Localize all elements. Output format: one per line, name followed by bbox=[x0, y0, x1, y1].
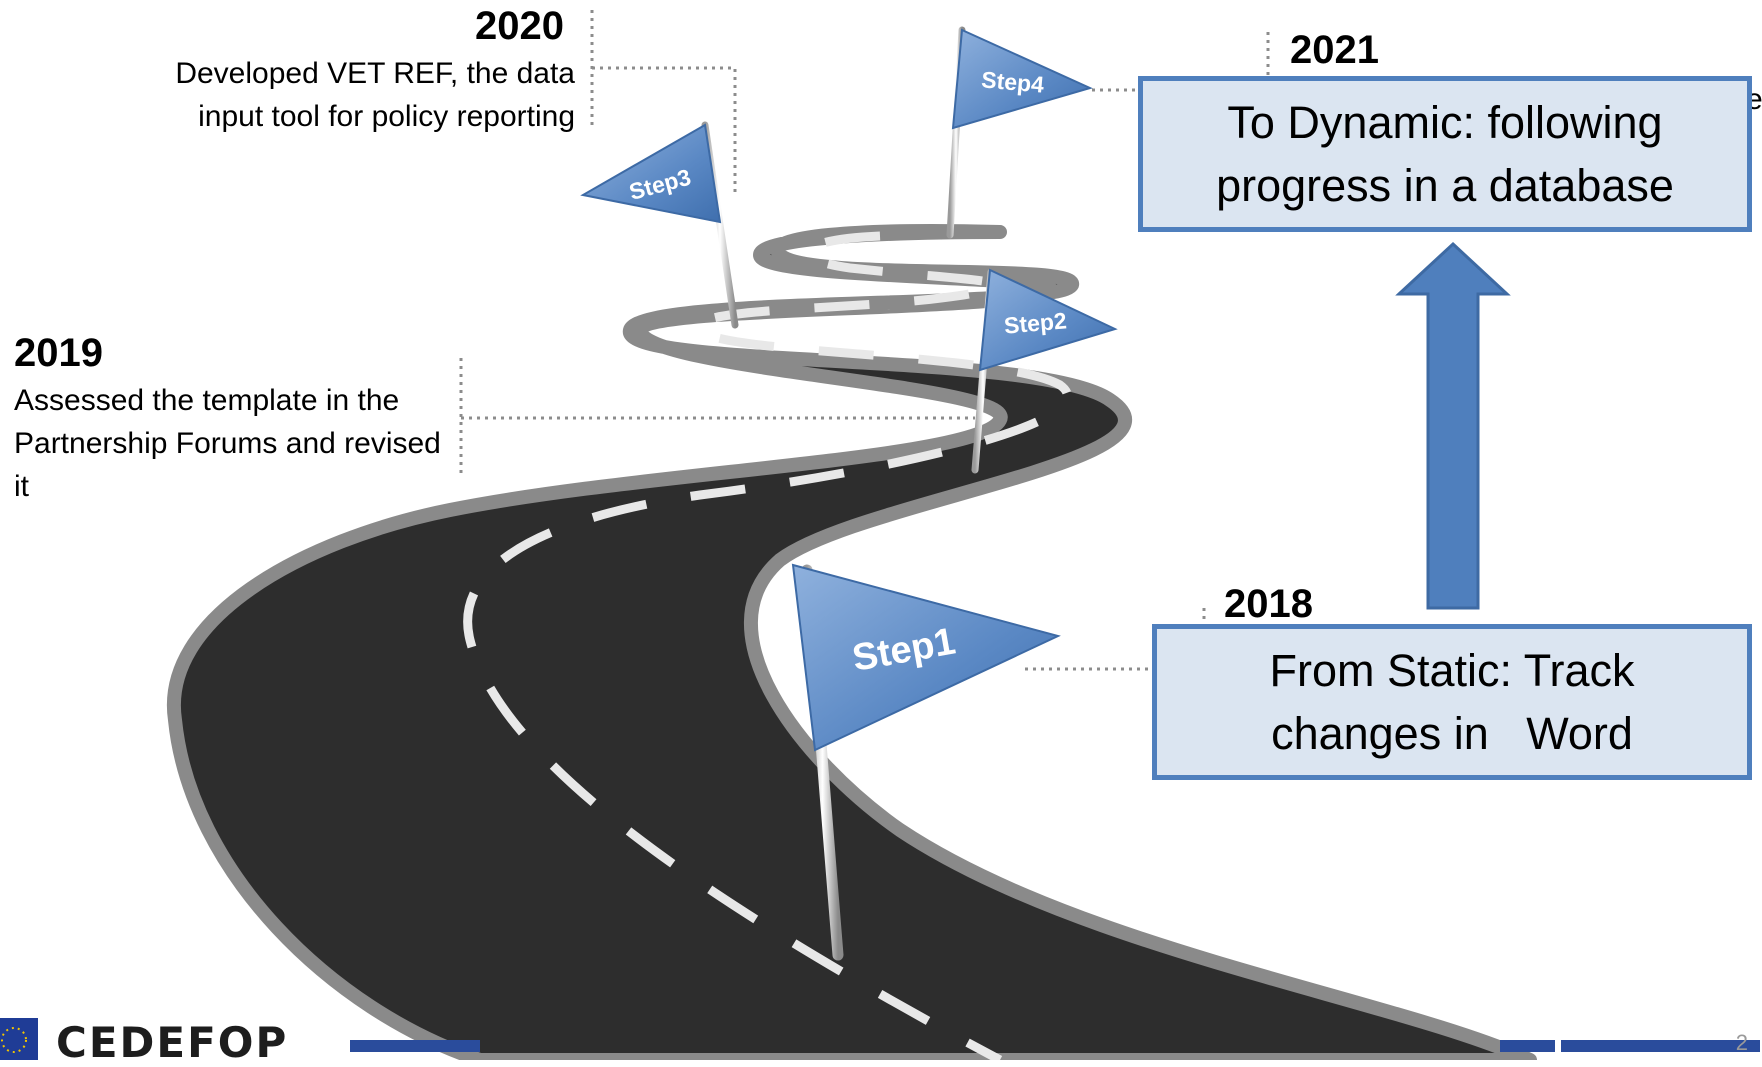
page-number: 2 bbox=[1735, 1030, 1748, 1055]
step1-flag: Step1 bbox=[791, 563, 1061, 961]
milestone-2021-year: 2021 bbox=[1290, 28, 1379, 72]
dynamic-goal-box: To Dynamic: following progress in a data… bbox=[1138, 76, 1752, 232]
dotted-connectors bbox=[459, 10, 1270, 671]
footer-bar-right bbox=[1500, 1040, 1760, 1052]
milestone-2018-year: 2018 bbox=[1224, 582, 1313, 626]
footer bbox=[0, 1018, 1760, 1060]
step2-flag: Step2 bbox=[971, 268, 1118, 474]
eu-flag-logo bbox=[0, 1018, 38, 1060]
up-arrow bbox=[1395, 241, 1511, 610]
step-flags: Step1 Step2 Step3 Step4 bbox=[580, 26, 1118, 961]
dynamic-goal-line1: To Dynamic: following bbox=[1227, 97, 1663, 148]
milestone-2020-description: Developed VET REF, the data input tool f… bbox=[175, 57, 575, 133]
winding-road bbox=[166, 223, 1537, 1060]
flag-label-step2: Step2 bbox=[1003, 307, 1068, 338]
milestone-2020-year: 2020 bbox=[475, 4, 564, 48]
cedefop-logo: CEDEFOP bbox=[56, 1018, 289, 1067]
static-start-box: From Static: Track changes in Word bbox=[1152, 624, 1752, 780]
milestone-2019-description: Assessed the template in the Partnership… bbox=[14, 384, 441, 503]
milestone-2019-year: 2019 bbox=[14, 331, 103, 375]
step4-flag: Step4 bbox=[946, 26, 1093, 239]
static-start-line1: From Static: Track bbox=[1269, 645, 1635, 696]
dynamic-goal-line2: progress in a database bbox=[1216, 160, 1674, 211]
flag-label-step4: Step4 bbox=[980, 66, 1045, 97]
footer-bar-left bbox=[350, 1040, 480, 1052]
step3-flag: Step3 bbox=[580, 121, 739, 329]
static-start-line2: changes in Word bbox=[1271, 708, 1633, 759]
